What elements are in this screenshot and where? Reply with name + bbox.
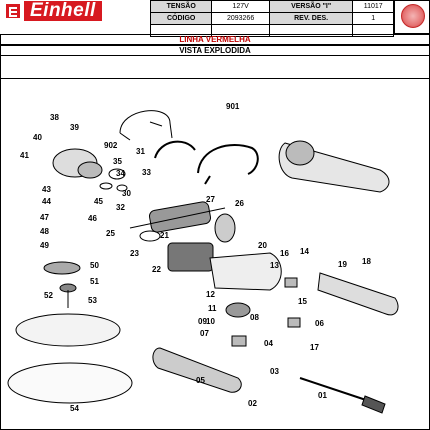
side-handle-part bbox=[154, 140, 196, 159]
polishing-pad-part bbox=[7, 362, 133, 404]
part-callout-18: 18 bbox=[362, 257, 371, 266]
part-callout-12: 12 bbox=[206, 290, 215, 299]
part-callout-44: 44 bbox=[42, 197, 51, 206]
gear-housing-part bbox=[77, 161, 103, 179]
part-callout-33: 33 bbox=[142, 168, 151, 177]
part-callout-11: 11 bbox=[208, 304, 217, 313]
part-callout-39: 39 bbox=[70, 123, 79, 132]
flange-part bbox=[43, 261, 81, 275]
stator-part bbox=[167, 242, 214, 272]
seal-icon bbox=[401, 4, 425, 28]
spec-value: 1 bbox=[352, 12, 394, 25]
part-callout-25: 25 bbox=[106, 229, 115, 238]
part-callout-19: 19 bbox=[338, 260, 347, 269]
spec-key: VERSÃO "I" bbox=[268, 0, 354, 13]
part-callout-35: 35 bbox=[113, 157, 122, 166]
header: Einhell TENSÃO 127V VERSÃO "I" 11017 CÓD… bbox=[0, 0, 430, 37]
switch-part bbox=[225, 302, 251, 318]
bearing-part bbox=[108, 168, 126, 180]
fan-part bbox=[214, 213, 236, 243]
exploded-view-drawing: 901 902 38 39 40 41 43 44 45 46 47 48 49 50 51 52 53 54 35… bbox=[7, 102, 399, 414]
part-callout-51: 51 bbox=[90, 277, 99, 286]
part-callout-17: 17 bbox=[310, 343, 319, 352]
part-callout-07: 07 bbox=[200, 329, 209, 338]
part-callout-20: 20 bbox=[258, 241, 267, 250]
part-callout-38: 38 bbox=[50, 113, 59, 122]
motor-housing-part bbox=[209, 252, 282, 291]
spec-value: 2093266 bbox=[211, 12, 270, 25]
spec-row-blank bbox=[149, 24, 394, 37]
view-title: VISTA EXPLODIDA bbox=[0, 45, 430, 56]
cover-part bbox=[139, 230, 161, 242]
part-callout-08: 08 bbox=[250, 313, 259, 322]
part-callout-26: 26 bbox=[235, 199, 244, 208]
part-callout-10: 10 bbox=[206, 317, 215, 326]
spec-key: REV. DES. bbox=[268, 12, 354, 25]
spacer-row bbox=[0, 56, 430, 78]
part-callout-14: 14 bbox=[300, 247, 309, 256]
part-callout-46: 46 bbox=[88, 214, 97, 223]
brand-name: Einhell bbox=[24, 1, 102, 21]
assembled-head bbox=[285, 140, 315, 166]
backing-pad-part bbox=[15, 313, 121, 347]
ring-part bbox=[99, 182, 113, 190]
part-callout-09: 09 bbox=[198, 317, 207, 326]
part-callout-47: 47 bbox=[40, 213, 49, 222]
part-callout-902: 902 bbox=[104, 141, 118, 150]
switch-box-part bbox=[231, 335, 247, 347]
brush-holder-part bbox=[287, 317, 301, 328]
spec-table: TENSÃO 127V VERSÃO "I" 11017 CÓDIGO 2093… bbox=[149, 0, 394, 37]
grip-part bbox=[152, 347, 242, 393]
spec-key: TENSÃO bbox=[149, 0, 213, 13]
spec-row: TENSÃO 127V VERSÃO "I" 11017 bbox=[149, 0, 394, 13]
part-callout-49: 49 bbox=[40, 241, 49, 250]
loop-handle-part bbox=[197, 144, 259, 185]
cable-part bbox=[299, 377, 373, 403]
spec-value: 11017 bbox=[352, 0, 394, 13]
brand-logo: Einhell bbox=[0, 0, 150, 34]
spec-key: CÓDIGO bbox=[149, 12, 213, 25]
part-callout-53: 53 bbox=[88, 296, 97, 305]
part-callout-54: 54 bbox=[70, 404, 79, 413]
part-callout-31: 31 bbox=[136, 147, 145, 156]
part-callout-43: 43 bbox=[42, 185, 51, 194]
brush-holder-part bbox=[284, 277, 298, 288]
part-callout-41: 41 bbox=[20, 151, 29, 160]
part-callout-48: 48 bbox=[40, 227, 49, 236]
part-callout-03: 03 bbox=[270, 367, 279, 376]
spec-row: CÓDIGO 2093266 REV. DES. 1 bbox=[149, 12, 394, 25]
part-callout-01: 01 bbox=[318, 391, 327, 400]
rear-handle-part bbox=[317, 272, 399, 316]
part-callout-04: 04 bbox=[264, 339, 273, 348]
part-callout-21: 21 bbox=[160, 231, 169, 240]
part-callout-23: 23 bbox=[130, 249, 139, 258]
ring-part bbox=[116, 184, 128, 192]
part-callout-06: 06 bbox=[315, 319, 324, 328]
part-callout-05: 05 bbox=[196, 376, 205, 385]
shaft-part bbox=[129, 207, 226, 229]
quality-seal bbox=[394, 0, 430, 34]
spec-value: 127V bbox=[211, 0, 270, 13]
part-callout-50: 50 bbox=[90, 261, 99, 270]
part-callout-52: 52 bbox=[44, 291, 53, 300]
product-line: LINHA VERMELHA bbox=[0, 34, 430, 45]
handle-part bbox=[119, 110, 173, 141]
plug-part bbox=[361, 395, 386, 414]
part-callout-22: 22 bbox=[152, 265, 161, 274]
part-callout-02: 02 bbox=[248, 399, 257, 408]
part-callout-40: 40 bbox=[33, 133, 42, 142]
part-callout-34: 34 bbox=[116, 169, 125, 178]
part-callout-13: 13 bbox=[270, 261, 279, 270]
part-callout-32: 32 bbox=[116, 203, 125, 212]
brand-mark-icon bbox=[6, 4, 20, 18]
part-callout-45: 45 bbox=[94, 197, 103, 206]
callout-labels: 901 902 38 39 40 41 43 44 45 46 47 48 49 50 51 52 53 54 35… bbox=[20, 102, 371, 413]
part-callout-15: 15 bbox=[298, 297, 307, 306]
part-callout-27: 27 bbox=[206, 195, 215, 204]
part-callout-16: 16 bbox=[280, 249, 289, 258]
part-callout-901: 901 bbox=[226, 102, 240, 111]
part-callout-30: 30 bbox=[122, 189, 131, 198]
